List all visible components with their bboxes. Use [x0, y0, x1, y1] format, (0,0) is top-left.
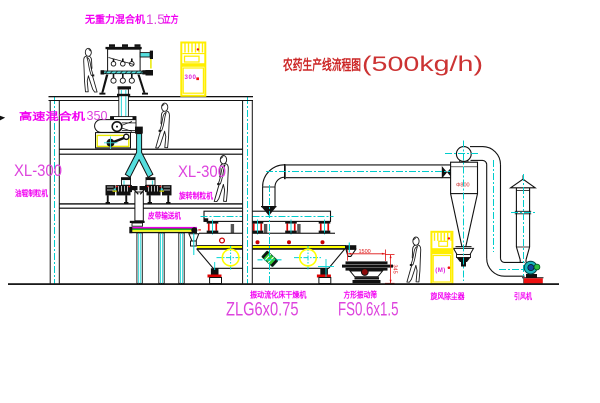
svg-text:1.5: 1.5 — [146, 12, 165, 27]
svg-text:无重力混合机: 无重力混合机 — [84, 13, 145, 26]
svg-text:1500: 1500 — [359, 249, 371, 255]
svg-text:油辊制粒机: 油辊制粒机 — [15, 188, 48, 198]
svg-text:(M): (M) — [435, 267, 445, 274]
svg-text:旋转制粒机: 旋转制粒机 — [178, 191, 213, 201]
svg-text:振动流化床干燥机: 振动流化床干燥机 — [250, 289, 307, 299]
svg-text:FS0.6x1.5: FS0.6x1.5 — [338, 299, 399, 321]
svg-text:立方: 立方 — [163, 13, 179, 26]
svg-text:高速混合机: 高速混合机 — [19, 110, 85, 123]
svg-text:350: 350 — [87, 108, 108, 123]
svg-text:方形振动筛: 方形振动筛 — [344, 289, 378, 299]
svg-text:皮带输送机: 皮带输送机 — [147, 210, 181, 220]
svg-text:Φ800: Φ800 — [456, 182, 470, 188]
svg-text:旋风除尘器: 旋风除尘器 — [430, 291, 466, 301]
svg-text:(500kg/h): (500kg/h) — [362, 52, 483, 76]
svg-text:345: 345 — [392, 265, 398, 274]
svg-text:引风机: 引风机 — [514, 291, 532, 301]
svg-text:ZLG6x0.75: ZLG6x0.75 — [226, 299, 299, 321]
svg-text:XL-300: XL-300 — [178, 162, 226, 181]
svg-text:农药生产线流程图: 农药生产线流程图 — [282, 57, 361, 73]
svg-text:XL-300: XL-300 — [14, 161, 62, 180]
svg-text:300: 300 — [185, 74, 197, 81]
